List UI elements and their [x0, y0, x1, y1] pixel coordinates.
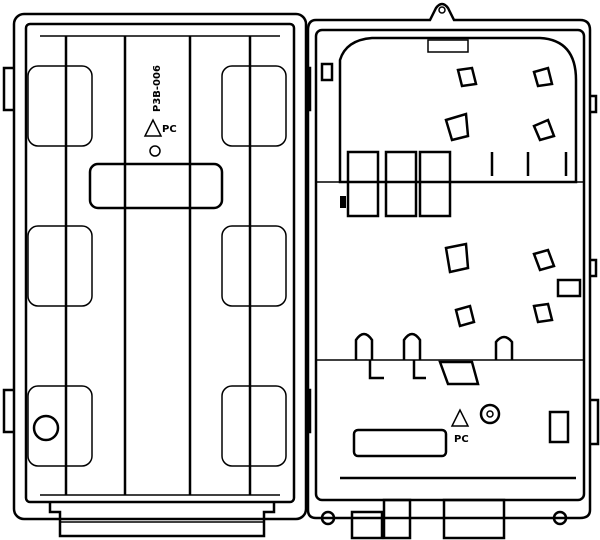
material-mark-left: PC: [162, 124, 177, 135]
part-number-label: P3B-006: [152, 65, 163, 112]
material-mark-right: PC: [454, 434, 469, 445]
cover-panel: P3B-006 PC: [2, 12, 312, 538]
base-panel: PC: [306, 2, 600, 540]
